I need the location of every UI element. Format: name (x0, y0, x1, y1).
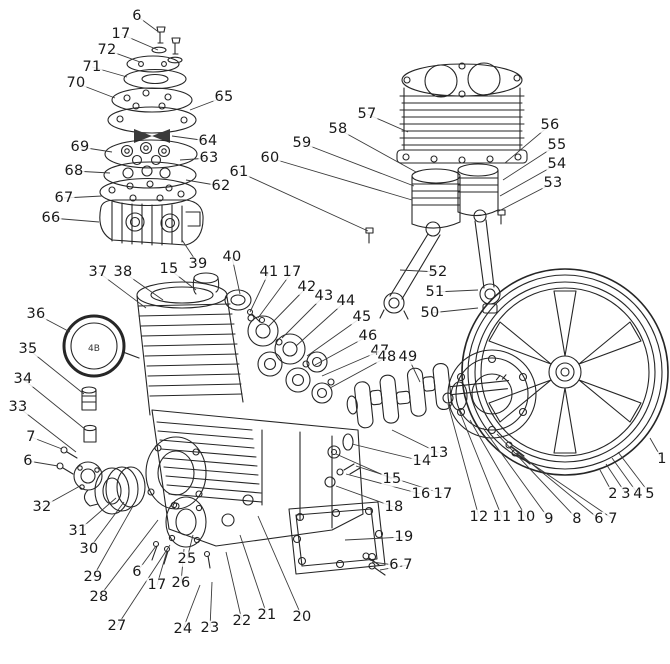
leader-line (179, 157, 210, 161)
leader-line (136, 545, 157, 573)
leader-line (79, 146, 113, 153)
leader-line (314, 335, 369, 366)
leader-line (269, 157, 413, 201)
leader-line (41, 485, 81, 508)
leader-line (97, 271, 147, 309)
leader-line (611, 457, 639, 495)
leader-line (73, 170, 111, 174)
leader-line (447, 403, 480, 518)
leader-line (337, 128, 417, 173)
leader-line (335, 485, 395, 508)
leader-line (482, 427, 550, 520)
gauge: 4B (62, 314, 140, 378)
leader-line (509, 445, 600, 520)
leader-line (458, 409, 503, 518)
connecting-rods (365, 209, 506, 320)
leader-line (63, 195, 103, 199)
leader-line (379, 564, 409, 571)
leader-line (92, 505, 134, 578)
leader-line (185, 179, 222, 187)
leader-line (649, 437, 663, 460)
leader-line (120, 33, 159, 51)
leader-line (366, 113, 409, 133)
leader-line (496, 182, 554, 213)
leader-line (27, 460, 59, 467)
leader-line (156, 550, 168, 586)
leader-line (371, 561, 395, 566)
leader-line (17, 406, 77, 453)
leader-line (345, 473, 422, 495)
leader-line (77, 497, 117, 532)
leader-line (496, 433, 578, 520)
leader-line (321, 350, 381, 377)
head-stack (99, 26, 204, 246)
leader-line (30, 436, 63, 450)
leader-line (88, 501, 125, 550)
leader-line (306, 316, 363, 357)
leader-line (295, 300, 347, 347)
leader-line (407, 356, 421, 383)
cylinder-block (396, 62, 528, 164)
leader-line (351, 443, 423, 462)
leader-line (238, 171, 369, 232)
flywheel (461, 268, 669, 476)
leader-line (257, 515, 303, 618)
leader-line (301, 142, 415, 187)
base-plate (288, 501, 386, 576)
leader-line (106, 49, 141, 63)
leader-line (239, 534, 268, 616)
leader-line (225, 551, 243, 622)
leader-line (22, 378, 87, 431)
crankshaft (346, 362, 510, 429)
leader-line (249, 271, 270, 313)
unloader-parts (246, 308, 361, 488)
leader-line (181, 239, 199, 265)
leader-line (98, 519, 159, 598)
leader-line (257, 271, 293, 319)
gauge-text: 4B (88, 344, 100, 354)
leader-line (605, 463, 627, 495)
leader-line (189, 96, 225, 111)
leader-line (180, 548, 185, 584)
leader-line (171, 135, 209, 142)
side-cover (151, 496, 211, 569)
leader-line (469, 419, 527, 518)
leader-line (209, 581, 213, 629)
crankcase (136, 272, 364, 547)
leader-line (267, 286, 308, 328)
leader-line (504, 124, 551, 164)
leader-line (515, 452, 614, 520)
leader-line (91, 66, 128, 78)
leader-line (182, 584, 201, 630)
leader-line (186, 534, 194, 560)
leader-line (75, 82, 116, 99)
fittings (56, 386, 103, 507)
leader-line (231, 256, 241, 295)
leader-line (50, 217, 100, 223)
leader-line (116, 544, 171, 627)
leader-line (27, 348, 85, 395)
leader-line (499, 163, 558, 197)
leader-line (399, 269, 439, 273)
leader-line (335, 453, 393, 480)
leader-line (502, 144, 558, 181)
bearing-rings (94, 466, 146, 515)
leader-line (136, 15, 161, 34)
leader-line (391, 429, 440, 454)
leader-line (329, 356, 388, 389)
reed-valve (134, 129, 170, 143)
leader-line (168, 268, 197, 291)
leader-line (599, 469, 614, 495)
leader-line (429, 307, 479, 314)
leader-line (35, 313, 71, 333)
leader-line (344, 536, 405, 541)
leader-line (434, 289, 479, 293)
bearing-plate (442, 349, 537, 465)
leader-line (281, 295, 325, 339)
